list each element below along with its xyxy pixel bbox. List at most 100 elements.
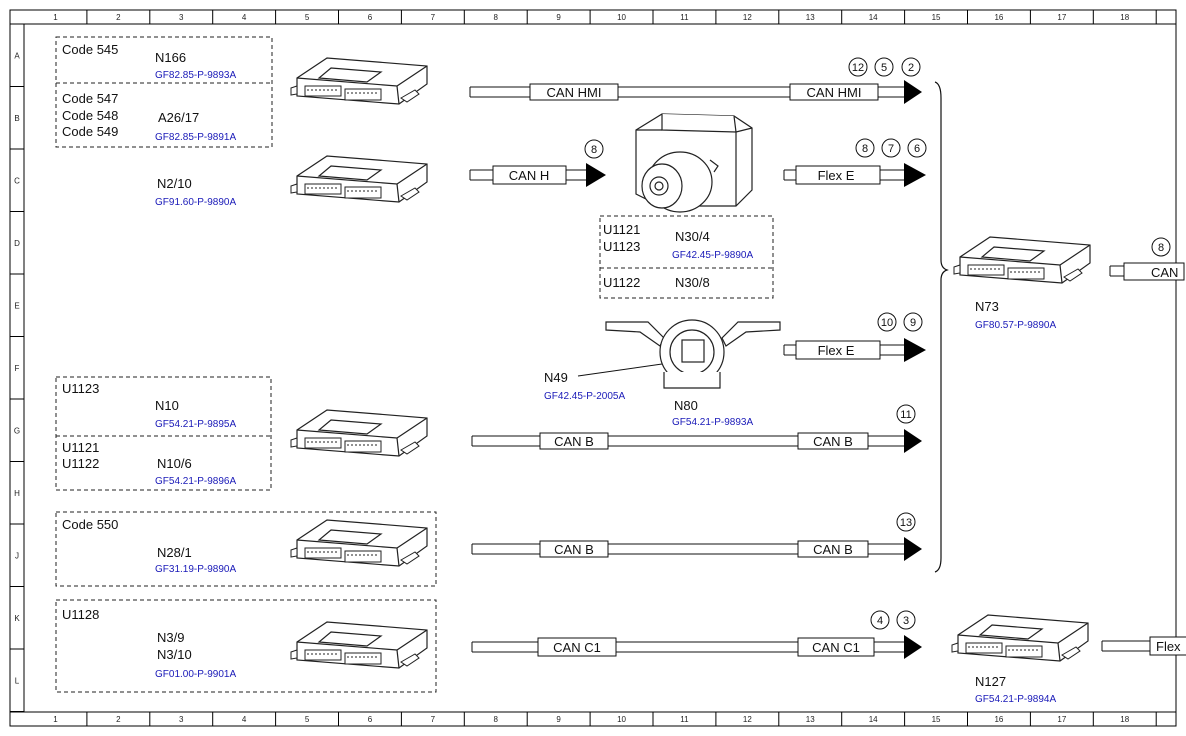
column-number: 10 xyxy=(617,13,626,22)
marker-5: 5 xyxy=(881,62,887,74)
code-u1121-n30: U1121 xyxy=(603,222,640,237)
column-number: 1 xyxy=(53,13,58,22)
column-number: 1 xyxy=(53,715,58,724)
column-number: 10 xyxy=(617,715,626,724)
row-letter: H xyxy=(14,489,20,498)
bus-box-can-b-1-right xyxy=(797,432,869,450)
label-n28-1: N28/1 xyxy=(157,545,192,560)
bus-box-can-b-1-left xyxy=(539,432,609,450)
row-letter: A xyxy=(14,51,20,60)
ignition-switch-icon xyxy=(635,113,753,213)
row-letter: D xyxy=(14,239,20,248)
bus-label-can-hmi-right: CAN HMI xyxy=(807,85,862,100)
marker-2: 2 xyxy=(908,62,914,74)
label-n127: N127 xyxy=(975,674,1006,689)
group-box-n3 xyxy=(55,599,437,693)
code-550: Code 550 xyxy=(62,517,118,532)
bus-box-can-h xyxy=(492,165,567,185)
label-n73: N73 xyxy=(975,299,999,314)
marker-11: 11 xyxy=(900,409,911,421)
ecu-n2-10 xyxy=(290,155,428,203)
bus-box-can-b-2-left xyxy=(539,540,609,558)
column-number: 17 xyxy=(1057,715,1066,724)
code-u1122-n10-6: U1122 xyxy=(62,456,99,471)
ref-n10[interactable]: GF54.21-P-9895A xyxy=(155,419,236,430)
steering-column-switch-icon xyxy=(605,319,781,389)
ref-n127[interactable]: GF54.21-P-9894A xyxy=(975,694,1056,705)
bus-label-can-c1-right: CAN C1 xyxy=(812,640,860,655)
column-number: 6 xyxy=(368,715,373,724)
bus-box-can-c1-left xyxy=(537,637,617,657)
code-549: Code 549 xyxy=(62,124,118,139)
column-number: 3 xyxy=(179,13,184,22)
ref-n80[interactable]: GF54.21-P-9893A xyxy=(672,417,753,428)
column-number: 16 xyxy=(994,13,1003,22)
bus-label-can-b-1-right: CAN B xyxy=(813,434,853,449)
bus-box-can-hmi-left xyxy=(529,83,619,101)
ecu-n28-1 xyxy=(290,519,428,567)
ref-n73[interactable]: GF80.57-P-9890A xyxy=(975,320,1056,331)
ecu-n10 xyxy=(290,409,428,457)
code-u1121-n10-6: U1121 xyxy=(62,440,99,455)
column-number: 4 xyxy=(242,715,247,724)
marker-9: 9 xyxy=(910,317,916,329)
ref-n30-4[interactable]: GF42.45-P-9890A xyxy=(672,250,753,261)
bus-label-flex-e-1: Flex E xyxy=(818,168,855,183)
label-n3-10: N3/10 xyxy=(157,647,192,662)
bus-label-can-b-2-right: CAN B xyxy=(813,542,853,557)
marker-8-can-h: 8 xyxy=(591,144,597,156)
column-number: 5 xyxy=(305,13,310,22)
marker-3: 3 xyxy=(903,615,909,627)
column-number: 15 xyxy=(932,715,941,724)
marker-10: 10 xyxy=(881,317,893,329)
ref-n2-10[interactable]: GF91.60-P-9890A xyxy=(155,197,236,208)
column-number: 12 xyxy=(743,715,752,724)
ref-n3[interactable]: GF01.00-P-9901A xyxy=(155,669,236,680)
row-letter: C xyxy=(14,176,20,185)
ref-n10-6[interactable]: GF54.21-P-9896A xyxy=(155,476,236,487)
row-letter: G xyxy=(14,426,20,435)
marker-13: 13 xyxy=(900,517,912,529)
group-box-n166-a26 xyxy=(55,36,273,148)
bus-label-can-h: CAN H xyxy=(509,168,549,183)
ref-n28-1[interactable]: GF31.19-P-9890A xyxy=(155,564,236,575)
column-number: 14 xyxy=(869,13,878,22)
row-letter: L xyxy=(15,676,20,685)
column-number: 11 xyxy=(680,715,689,724)
code-548: Code 548 xyxy=(62,108,118,123)
marker-4: 4 xyxy=(877,615,883,627)
label-n3-9: N3/9 xyxy=(157,630,184,645)
code-u1123-n10: U1123 xyxy=(62,381,99,396)
bus-label-can-c1-left: CAN C1 xyxy=(553,640,601,655)
ecu-n73 xyxy=(953,236,1091,284)
label-a26-17: A26/17 xyxy=(158,110,199,125)
label-n10-6: N10/6 xyxy=(157,456,192,471)
ref-n49[interactable]: GF42.45-P-2005A xyxy=(544,391,625,402)
code-u1122-n30: U1122 xyxy=(603,275,640,290)
ref-n166[interactable]: GF82.85-P-9893A xyxy=(155,70,236,81)
column-number: 16 xyxy=(994,715,1003,724)
row-letter: J xyxy=(15,551,19,560)
column-number: 7 xyxy=(431,715,436,724)
bus-label-can-n73: CAN xyxy=(1151,265,1178,280)
ref-a26-17[interactable]: GF82.85-P-9891A xyxy=(155,132,236,143)
row-letter: E xyxy=(14,301,19,310)
column-number: 18 xyxy=(1120,715,1129,724)
bus-bracket xyxy=(934,81,949,573)
label-n2-10: N2/10 xyxy=(157,176,192,191)
column-number: 18 xyxy=(1120,13,1129,22)
bus-box-flex-e-2 xyxy=(795,340,881,360)
label-n166: N166 xyxy=(155,50,186,65)
code-u1128: U1128 xyxy=(62,607,99,622)
label-n10: N10 xyxy=(155,398,179,413)
bus-arrowheads xyxy=(586,80,926,659)
column-number: 11 xyxy=(680,13,689,22)
bus-box-can-c1-right xyxy=(797,637,875,657)
marker-6: 6 xyxy=(914,143,920,155)
bus-label-can-b-1-left: CAN B xyxy=(554,434,594,449)
column-number: 17 xyxy=(1057,13,1066,22)
code-547: Code 547 xyxy=(62,91,118,106)
bus-box-can-b-2-right xyxy=(797,540,869,558)
